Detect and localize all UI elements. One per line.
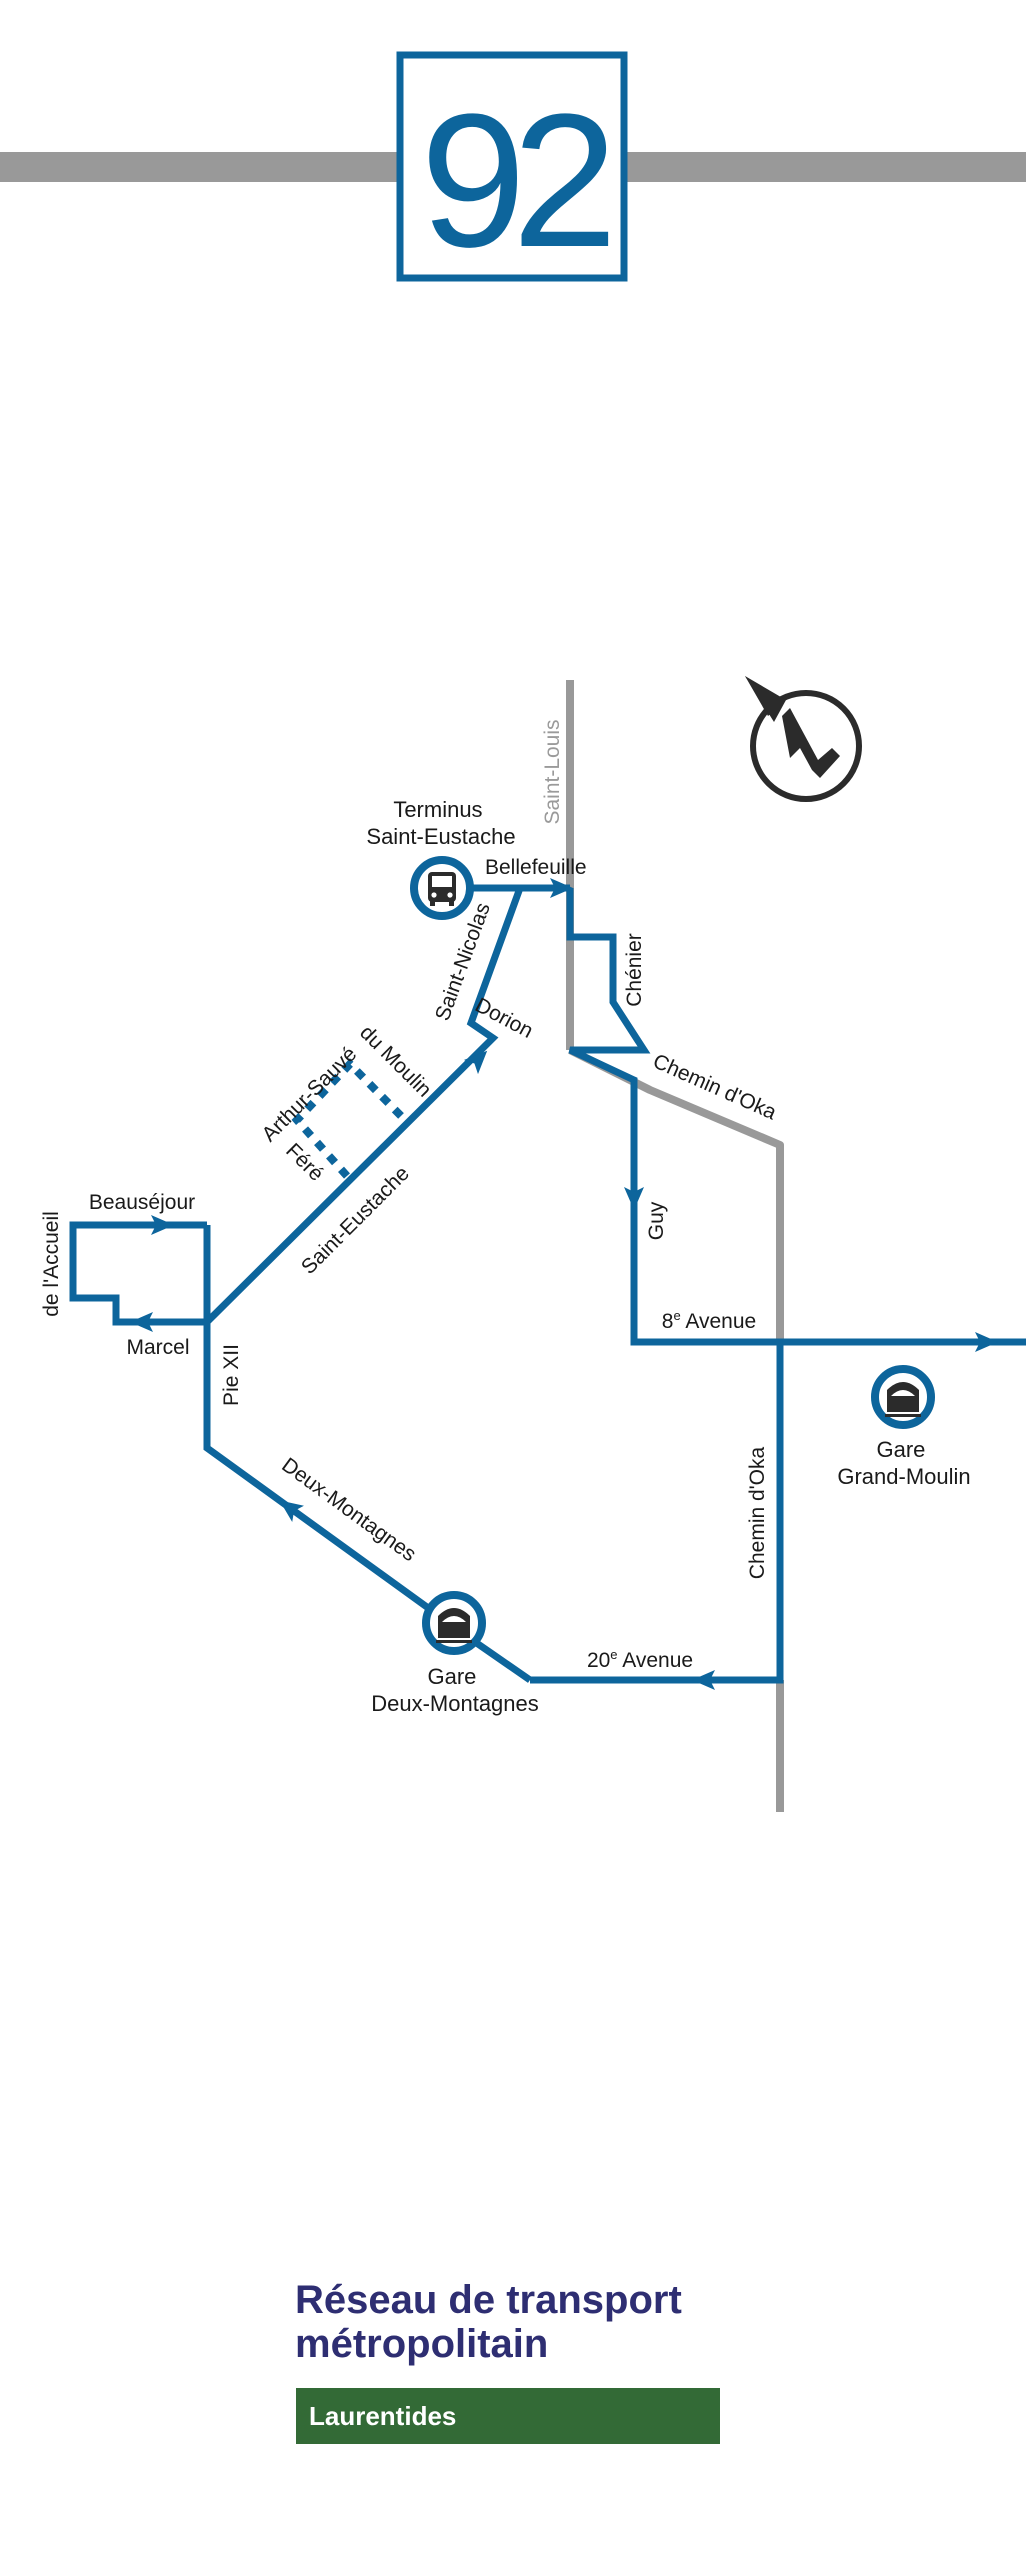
- street-label-pie-xii: Pie XII: [220, 1344, 243, 1406]
- route-number-box: [396, 51, 628, 282]
- route-dorion-saint-nicolas: [204, 886, 524, 1325]
- street-label-marcel: Marcel: [126, 1336, 189, 1359]
- svg-text:Gare Deux-Montagnes: Gare Deux-Montagnes: [371, 1664, 539, 1716]
- route-dotted-branch: [291, 1058, 408, 1179]
- street-label-20e-avenue: 20e Avenue: [587, 1647, 693, 1672]
- region-badge: Laurentides: [296, 2388, 720, 2444]
- gare-deux-montagnes-label-line2: Deux-Montagnes: [371, 1691, 539, 1716]
- street-label-saint-louis: Saint-Louis: [541, 719, 564, 824]
- gare-deux-montagnes: [422, 1591, 486, 1655]
- street-label-de-laccueil: de l'Accueil: [40, 1211, 63, 1317]
- street-label-8e-word: Avenue: [681, 1310, 757, 1333]
- street-label-8e-avenue: 8e Avenue: [662, 1308, 756, 1333]
- train-icon: [885, 1382, 921, 1417]
- terminus-label-line2: Saint-Eustache: [366, 824, 515, 849]
- terminus-label-line1: Terminus: [393, 797, 482, 822]
- street-label-20e-number: 20: [587, 1649, 610, 1672]
- gare-grand-moulin-label-line1: Gare: [876, 1437, 925, 1462]
- roads: [566, 680, 784, 1812]
- street-label-chemin-doka-lower: Chemin d'Oka: [746, 1446, 769, 1579]
- street-label-dorion: Dorion: [471, 994, 536, 1043]
- route-line: [69, 884, 1026, 1684]
- street-label-beausejour: Beauséjour: [89, 1191, 195, 1214]
- route-chemin-doka-20e: [530, 1342, 784, 1684]
- train-icon: [436, 1608, 472, 1643]
- svg-text:Terminus Saint-Eustache: Terminus Saint-Eustache: [366, 797, 515, 849]
- terminus-saint-eustache: [410, 856, 474, 920]
- gare-deux-montagnes-label-line1: Gare: [427, 1664, 476, 1689]
- route-number: 92: [420, 75, 609, 287]
- street-label-8e-number: 8: [662, 1310, 674, 1333]
- street-label-20e-superscript: e: [610, 1647, 617, 1662]
- direction-arrows: [130, 878, 998, 1690]
- gare-grand-moulin: [871, 1365, 935, 1429]
- street-label-guy: Guy: [645, 1201, 668, 1240]
- brand-line-2: métropolitain: [295, 2322, 549, 2366]
- street-label-20e-word: Avenue: [618, 1649, 694, 1672]
- bus-icon: [428, 872, 456, 906]
- route-beausejour-loop: [69, 1221, 207, 1326]
- brand-line-1: Réseau de transport: [295, 2278, 682, 2322]
- street-label-chenier: Chénier: [623, 933, 646, 1007]
- street-label-8e-superscript: e: [673, 1308, 680, 1323]
- route-chenier-guy-8e: [566, 888, 1026, 1346]
- brand-title: Réseau de transport métropolitain: [295, 2278, 765, 2366]
- gare-grand-moulin-label-line2: Grand-Moulin: [837, 1464, 970, 1489]
- street-label-bellefeuille: Bellefeuille: [485, 856, 587, 879]
- svg-text:Gare Grand-Moulin: Gare Grand-Moulin: [837, 1437, 970, 1489]
- north-arrow-icon: [745, 676, 862, 802]
- street-label-du-moulin: du Moulin: [355, 1021, 436, 1102]
